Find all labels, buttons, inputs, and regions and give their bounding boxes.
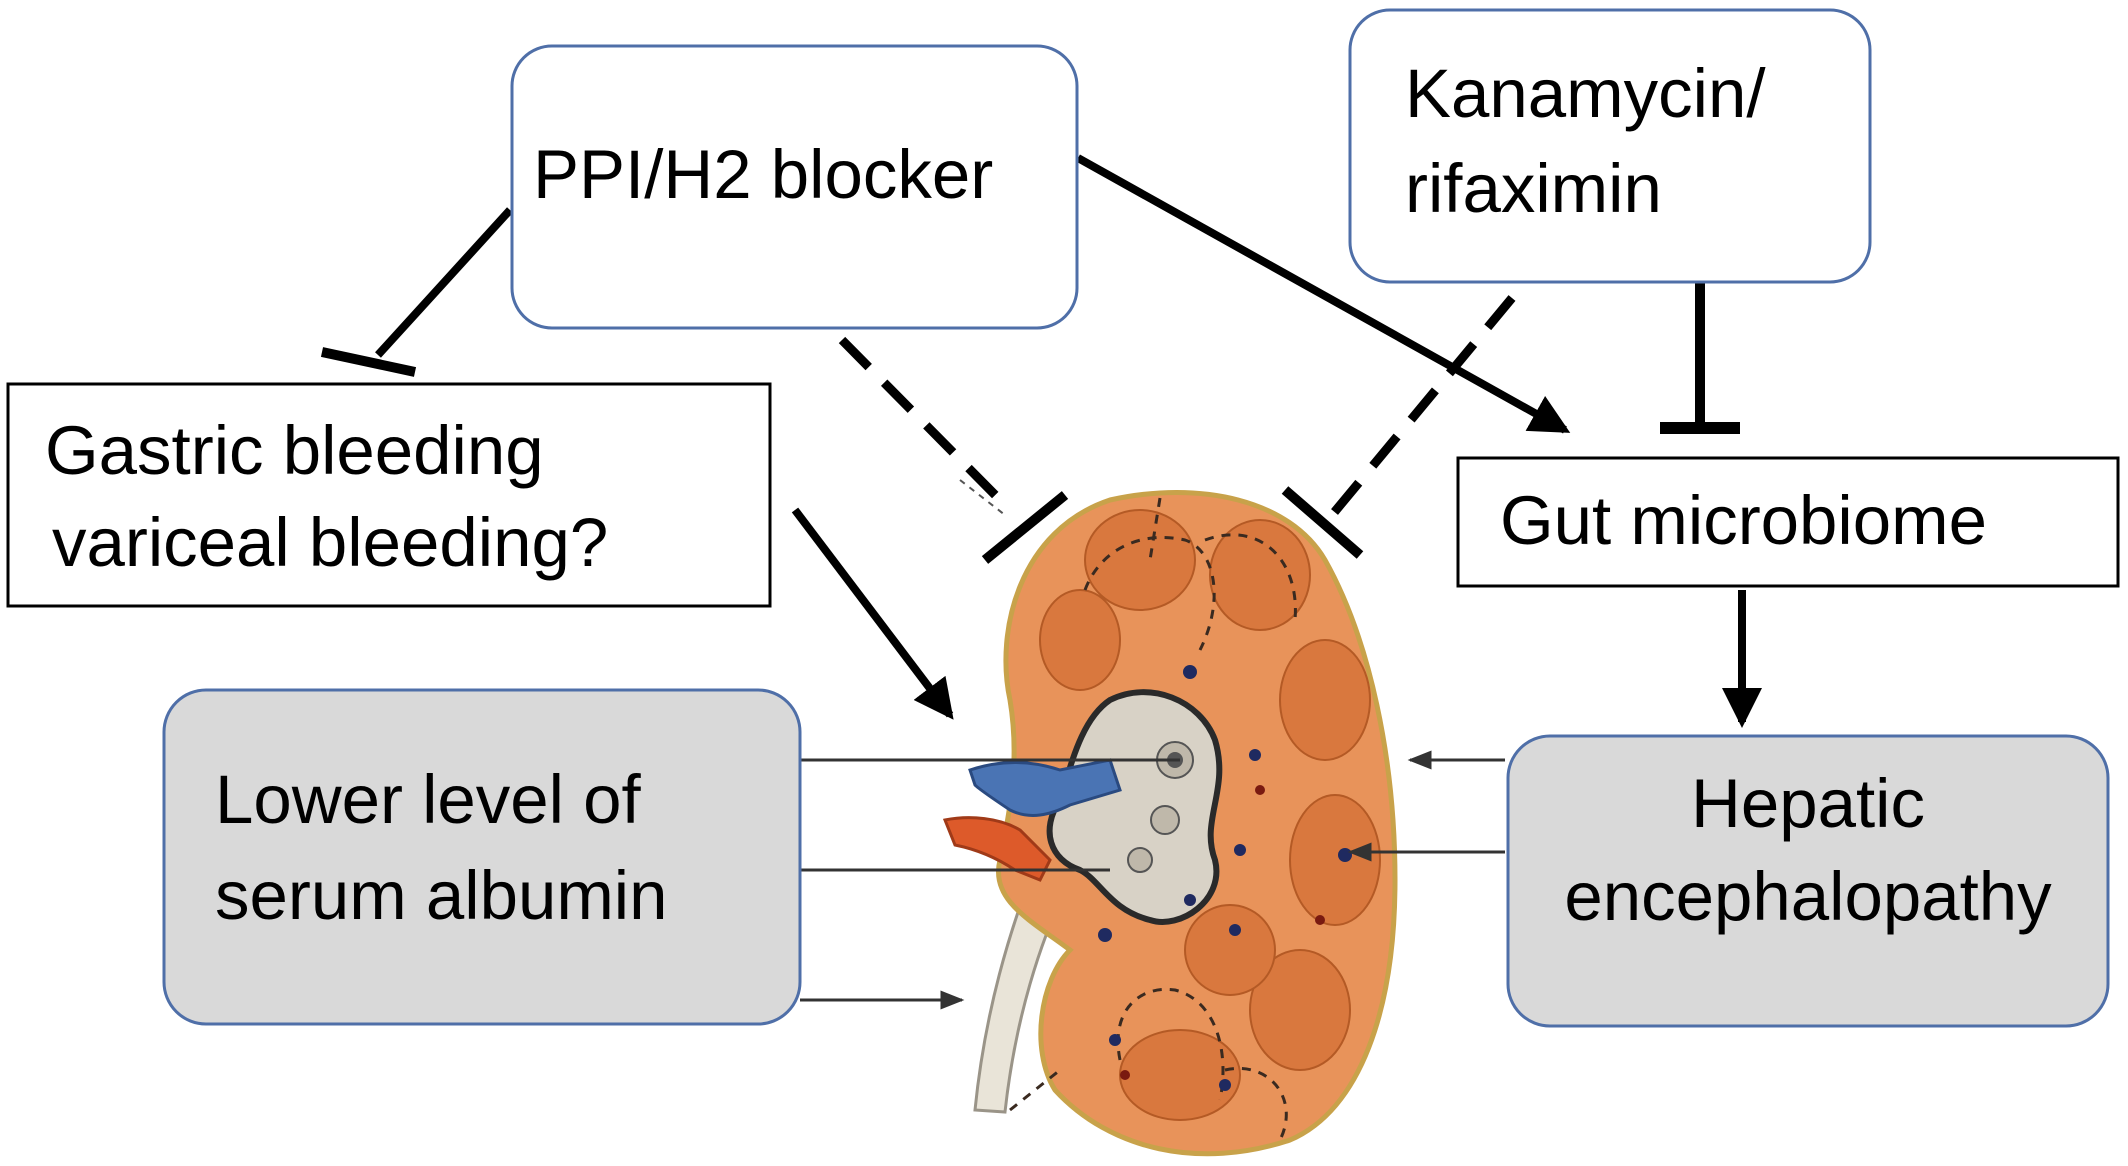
vessel-dots [1098,665,1352,1091]
edge-ppi-to-gastric-inhibit [375,207,513,358]
edge-gastric-to-kidney-activate [791,507,954,720]
node-gastric-bleeding-box [6,382,772,608]
node-kanamycin-rifaximin-box [1348,8,1872,284]
renal-vein [968,758,1122,817]
node-gut-microbiome-label: Gut microbiome [1500,482,1987,559]
node-serum-albumin-line2: serum albumin [215,857,668,934]
node-hepatic-encephalopathy-line2: encephalopathy [1564,858,2052,935]
node-gastric-bleeding-line1: Gastric bleeding [45,412,544,489]
edge-ppi-to-gastric-tbar [320,347,417,377]
node-gut-microbiome: Gut microbiome [1456,456,2120,588]
edge-ppi-to-kidney-dotted [959,479,1006,516]
renal-artery [942,816,1052,882]
renal-pyramids [1039,509,1381,1121]
node-kanamycin-rifaximin-line1: Kanamycin/ [1405,55,1766,132]
connectors [320,154,1762,1010]
node-serum-albumin-box [162,688,802,1026]
node-gastric-bleeding: Gastric bleeding variceal bleeding? [6,382,772,608]
node-hepatic-encephalopathy-line1: Hepatic [1691,765,1925,842]
node-kanamycin-rifaximin-line2: rifaximin [1405,150,1662,227]
node-serum-albumin: Lower level of serum albumin [162,688,802,1026]
node-gastric-bleeding-line2: variceal bleeding? [52,504,608,581]
node-serum-albumin-line1: Lower level of [215,761,642,838]
edge-kanamycin-to-kidney-tbar [1281,486,1364,559]
node-ppi-h2-blocker-box [510,44,1079,330]
edge-ppi-to-gut-activate [1076,154,1571,434]
node-gut-microbiome-box [1456,456,2120,588]
calyces [1127,741,1194,873]
edge-kanamycin-to-kidney-dashed [1328,295,1516,518]
node-ppi-h2-blocker-label: PPI/H2 blocker [533,136,993,213]
vessel-dots-red [1120,785,1325,1080]
kidney-illustration [942,490,1398,1157]
node-ppi-h2-blocker: PPI/H2 blocker [510,44,1079,330]
node-hepatic-encephalopathy-box [1506,734,2110,1028]
node-hepatic-encephalopathy: Hepatic encephalopathy [1506,734,2110,1028]
edge-ppi-to-kidney-dashed [838,336,1014,514]
node-kanamycin-rifaximin: Kanamycin/ rifaximin [1348,8,1872,284]
edge-ppi-to-kidney-tbar [981,491,1069,564]
lobe-outlines [1009,497,1297,1141]
